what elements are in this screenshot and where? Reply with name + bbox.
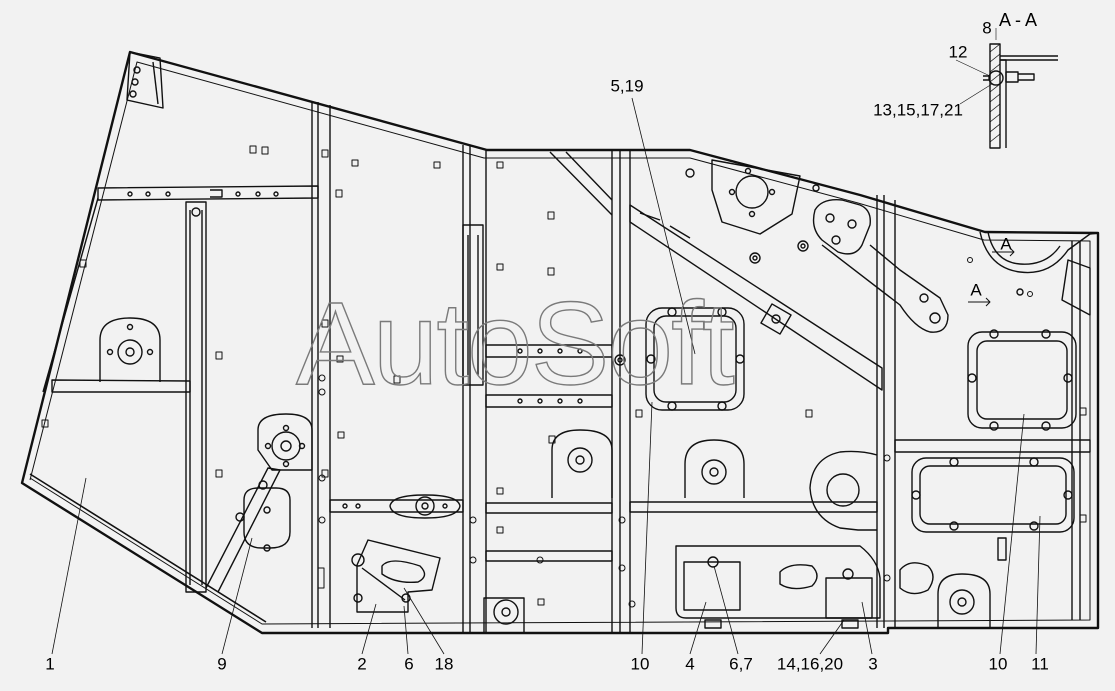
leader-519 xyxy=(631,97,696,355)
arc-bracket xyxy=(979,231,1099,274)
post-d xyxy=(876,195,896,628)
part-label-18: 18 xyxy=(434,654,454,674)
part-label-6-7: 6,7 xyxy=(729,654,753,674)
callout-8: 8 xyxy=(982,18,992,38)
leader-11 xyxy=(1035,515,1041,655)
cover-plate-4 xyxy=(675,545,881,619)
part-label-2: 2 xyxy=(357,654,367,674)
callout-12: 12 xyxy=(948,42,968,62)
part-label-1: 1 xyxy=(45,654,55,674)
leader-6 xyxy=(403,605,409,655)
part-label-5-19: 5,19 xyxy=(610,76,644,96)
cover-plate-2 xyxy=(356,539,441,613)
mount-bracket-right xyxy=(937,573,991,628)
gusset-plate-top xyxy=(711,159,801,235)
leader-2 xyxy=(361,603,377,655)
panel-outline xyxy=(20,50,1100,635)
part-label-11: 11 xyxy=(1031,654,1049,674)
part-label-3: 3 xyxy=(868,654,878,674)
corner-bracket xyxy=(126,51,164,109)
part-label-14-16-20: 14,16,20 xyxy=(776,654,844,674)
leader-67 xyxy=(713,565,739,655)
leader-9 xyxy=(221,537,253,655)
part-label-9: 9 xyxy=(217,654,227,674)
inspection-window-3 xyxy=(911,457,1075,533)
panel-inner-outline xyxy=(29,61,1091,625)
leader-4 xyxy=(689,601,707,655)
post-e xyxy=(1071,241,1081,620)
section-mark-arrow-top xyxy=(992,247,1015,257)
section-aa-detail xyxy=(955,28,1058,149)
curved-gusset xyxy=(809,450,878,531)
part-label-10-right: 10 xyxy=(988,654,1008,674)
section-mark-arrow-bottom xyxy=(968,297,991,307)
leader-14 xyxy=(819,619,845,655)
callout-13-15-17-21: 13,15,17,21 xyxy=(873,100,963,120)
leader-1 xyxy=(51,477,87,655)
leader-18 xyxy=(403,587,445,655)
section-mark-top: A xyxy=(1000,234,1012,254)
mount-bracket-3 xyxy=(684,439,745,498)
leader-10b xyxy=(999,413,1025,655)
section-mark-bottom: A xyxy=(970,280,982,300)
part-label-4: 4 xyxy=(685,654,695,674)
section-aa-title: A - A xyxy=(998,10,1038,30)
triangle-gusset xyxy=(812,199,871,255)
post-a xyxy=(311,102,331,628)
diagonal-strut xyxy=(629,204,883,391)
leader-3 xyxy=(861,601,873,655)
watermark: AutoSoft xyxy=(296,278,734,410)
bottom-strip xyxy=(21,473,267,634)
vertical-post-1 xyxy=(185,201,207,593)
mount-bracket-bottom xyxy=(483,597,525,632)
part-label-6: 6 xyxy=(404,654,414,674)
beam-mid-left xyxy=(51,379,191,393)
mount-bracket-1 xyxy=(99,317,161,382)
part-label-10-left: 10 xyxy=(630,654,650,674)
inspection-window-2 xyxy=(967,331,1077,429)
leader-10a xyxy=(641,401,653,655)
